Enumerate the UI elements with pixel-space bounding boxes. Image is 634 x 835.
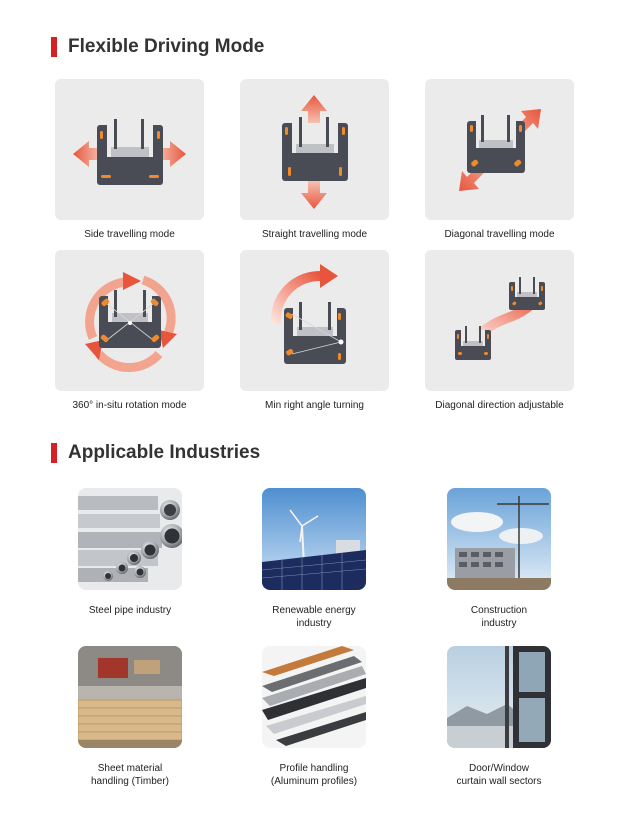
industry-card-construction: Construction industry (419, 488, 579, 630)
right-angle-turn-illustration (240, 250, 389, 391)
mode-card-right-angle: Min right angle turning (240, 250, 389, 411)
mode-card-rotation: 360° in-situ rotation mode (55, 250, 204, 411)
industry-card-timber: Sheet material handling (Timber) (50, 646, 210, 788)
industry-label: Renewable energy industry (272, 605, 356, 629)
industry-label: Construction industry (470, 605, 528, 629)
mode-label: Straight travelling mode (261, 229, 368, 240)
rotation-illustration (55, 250, 204, 391)
industry-label: Profile handling (Aluminum profiles) (270, 763, 358, 787)
driving-mode-title: Flexible Driving Mode (68, 36, 265, 57)
industry-card-renewable: Renewable energy industry (234, 488, 394, 630)
industries-heading: Applicable Industries (51, 442, 260, 464)
heading-accent-bar (51, 443, 57, 463)
industry-card-aluminum: Profile handling (Aluminum profiles) (234, 646, 394, 788)
mode-card-diagonal-adjustable: Diagonal direction adjustable (425, 250, 574, 411)
straight-travel-illustration (240, 79, 389, 220)
mode-card-straight: Straight travelling mode (240, 79, 389, 240)
industry-label: Door/Window curtain wall sectors (456, 763, 542, 787)
mode-label: Diagonal direction adjustable (435, 400, 564, 411)
timber-image (78, 646, 182, 748)
diagonal-adjustable-illustration (425, 250, 574, 391)
aluminum-profiles-image (262, 646, 366, 748)
industry-label: Steel pipe industry (88, 605, 172, 616)
mode-card-side: Side travelling mode (55, 79, 204, 240)
industries-title: Applicable Industries (68, 442, 261, 463)
mode-card-diagonal: Diagonal travelling mode (425, 79, 574, 240)
mode-label: 360° in-situ rotation mode (72, 400, 187, 411)
heading-accent-bar (51, 37, 57, 57)
door-window-image (447, 646, 551, 748)
driving-mode-heading: Flexible Driving Mode (51, 36, 264, 58)
renewable-energy-image (262, 488, 366, 590)
side-travel-illustration (55, 79, 204, 220)
industry-card-steel-pipe: Steel pipe industry (50, 488, 210, 617)
diagonal-travel-illustration (425, 79, 574, 220)
mode-label: Min right angle turning (265, 400, 364, 411)
mode-label: Diagonal travelling mode (444, 229, 555, 240)
industry-card-door-window: Door/Window curtain wall sectors (419, 646, 579, 788)
mode-label: Side travelling mode (84, 229, 175, 240)
construction-image (447, 488, 551, 590)
steel-pipe-image (78, 488, 182, 590)
industry-label: Sheet material handling (Timber) (91, 763, 169, 787)
